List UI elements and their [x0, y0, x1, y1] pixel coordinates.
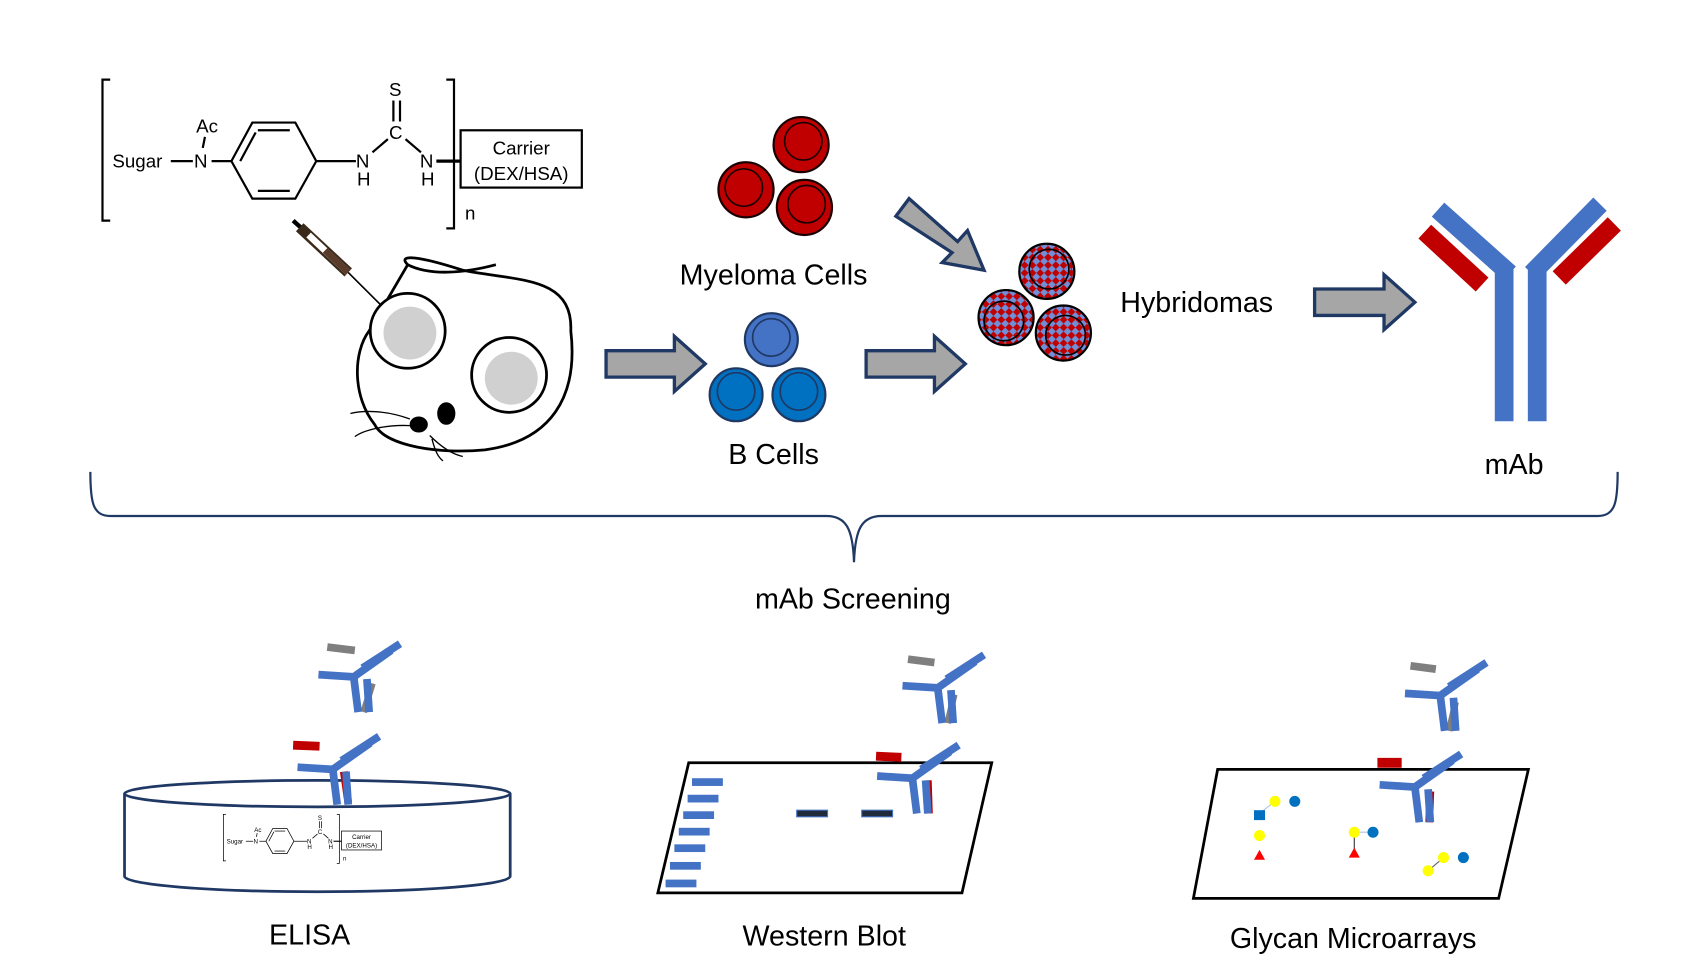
arrow-mouse-to-bcells [604, 332, 708, 396]
nh2-h: H [421, 168, 435, 189]
sugar-label: Sugar [112, 151, 162, 172]
sulfur-label: S [389, 79, 402, 100]
b-cells [708, 312, 827, 423]
elisa-label: ELISA [269, 920, 351, 952]
myeloma-cells-label: Myeloma Cells [680, 260, 868, 292]
mouse-illustration [350, 256, 574, 462]
hybridomas-label: Hybridomas [1120, 287, 1273, 319]
western-blot-label: Western Blot [743, 921, 906, 953]
western-antibody-stack [876, 655, 984, 814]
nitrogen-label: N [194, 151, 208, 172]
arrow-hybridomas-to-mab [1312, 270, 1418, 334]
elisa-antibody-stack [292, 644, 400, 805]
western-blot-bands [665, 778, 894, 888]
nh1-n: N [356, 151, 370, 172]
glycan-symbols [1254, 795, 1469, 877]
monoclonal-antibody-icon [1418, 197, 1621, 422]
carrier-label: Carrier [493, 138, 550, 159]
hapten-carrier-structure: Sugar N Ac N H C S N H Carrier (DEX/HSA)… [101, 78, 583, 230]
carrier-type-label: (DEX/HSA) [474, 163, 569, 184]
glycan-microarray-slide [1191, 768, 1531, 900]
mab-screening-label: mAb Screening [755, 584, 951, 616]
glycan-microarrays-label: Glycan Microarrays [1230, 923, 1477, 955]
western-blot-membrane [656, 761, 994, 895]
elisa-well [123, 779, 512, 894]
hybridoma-cells [977, 242, 1093, 362]
syringe-icon [291, 218, 383, 308]
mab-label: mAb [1485, 449, 1544, 481]
b-cells-label: B Cells [728, 439, 819, 471]
carbon-label: C [389, 122, 403, 143]
glycan-antibody-stack [1377, 663, 1486, 823]
nh2-n: N [420, 151, 434, 172]
repeat-n-label: n [465, 203, 475, 224]
nh1-h: H [357, 168, 371, 189]
myeloma-cells [717, 115, 834, 237]
screening-brace [89, 471, 1619, 563]
arrow-myeloma-to-hybridomas [893, 196, 987, 273]
acetyl-label: Ac [196, 115, 218, 136]
arrow-bcells-to-hybridomas [864, 332, 968, 396]
